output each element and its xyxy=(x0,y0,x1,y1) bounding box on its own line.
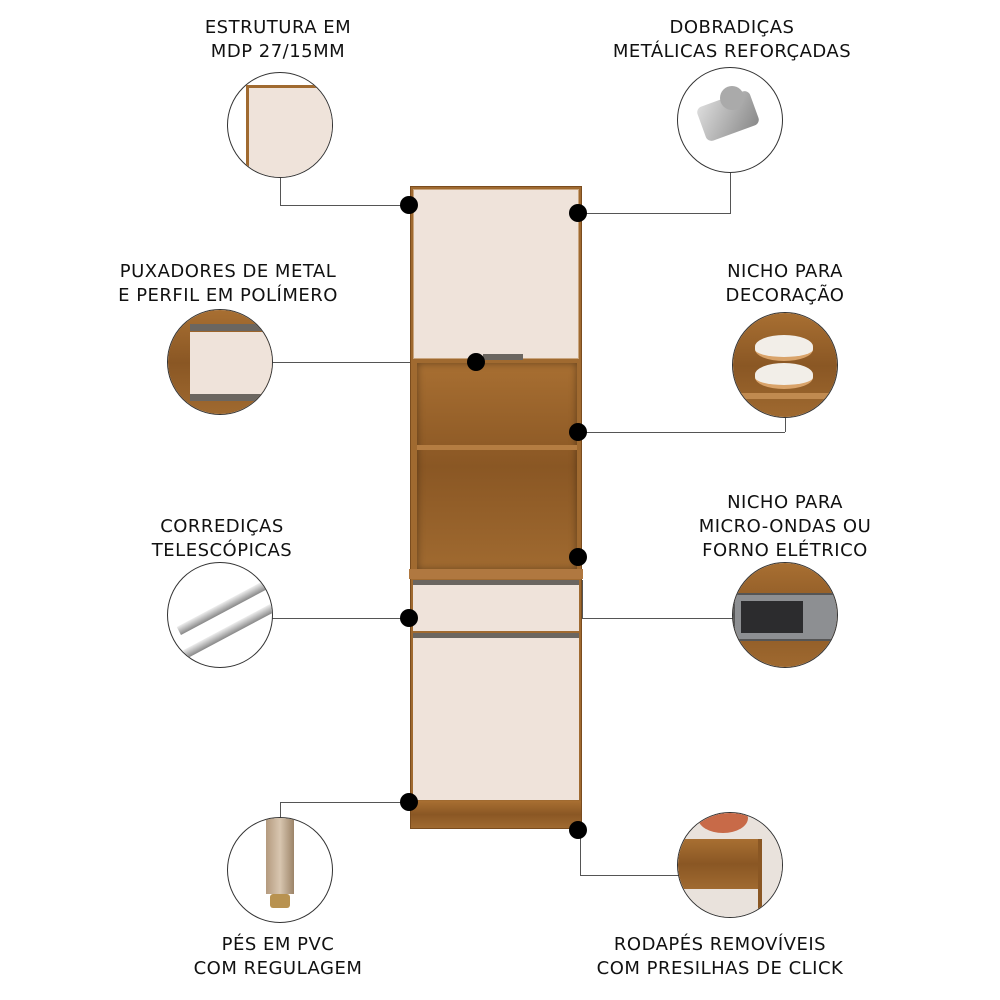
baseboard xyxy=(411,801,581,828)
hinge-cup-icon xyxy=(720,86,744,110)
marker-dot xyxy=(400,793,418,811)
upper-door xyxy=(413,189,579,359)
connector-line xyxy=(280,205,410,206)
leveler-icon xyxy=(270,894,290,908)
panel-edge-icon xyxy=(246,85,332,177)
upper-handle xyxy=(483,354,523,360)
label-line: DOBRADIÇAS xyxy=(669,17,795,38)
shelf xyxy=(417,445,577,450)
connector-line xyxy=(280,178,281,205)
label-line: MDP 27/15MM xyxy=(210,41,346,62)
lower-door xyxy=(413,638,579,800)
slide-rail-icon xyxy=(181,604,272,659)
label-line: TELESCÓPICAS xyxy=(151,540,293,561)
open-niche xyxy=(417,363,577,570)
label-estrutura: ESTRUTURA EM MDP 27/15MM xyxy=(128,16,428,64)
connector-line xyxy=(580,875,680,876)
counter-top xyxy=(409,569,583,579)
detail-corredicas-image xyxy=(167,562,273,668)
marker-dot xyxy=(569,204,587,222)
label-line: E PERFIL EM POLÍMERO xyxy=(118,285,338,306)
microwave-window xyxy=(741,601,803,633)
label-line: METÁLICAS REFORÇADAS xyxy=(612,41,852,62)
door-panel-icon xyxy=(190,332,272,394)
decor-bowl-icon xyxy=(755,335,813,361)
connector-line xyxy=(582,618,734,619)
label-line: FORNO ELÉTRICO xyxy=(702,540,868,561)
connector-line xyxy=(578,213,731,214)
label-dobradicas: DOBRADIÇAS METÁLICAS REFORÇADAS xyxy=(582,16,882,64)
pvc-foot-icon xyxy=(266,818,294,894)
connector-line xyxy=(580,830,581,875)
connector-line xyxy=(578,432,785,433)
label-line: COM PRESILHAS DE CLICK xyxy=(596,958,844,979)
detail-estrutura-image xyxy=(227,72,333,178)
connector-line xyxy=(730,172,731,213)
door-handle xyxy=(413,633,579,638)
detail-dobradicas-image xyxy=(677,67,783,173)
marker-dot xyxy=(569,821,587,839)
marker-dot xyxy=(569,423,587,441)
cabinet xyxy=(409,186,583,829)
label-line: COM REGULAGEM xyxy=(193,958,363,979)
connector-line xyxy=(280,802,281,818)
connector-line xyxy=(582,580,583,618)
connector-line xyxy=(272,618,410,619)
connector-line xyxy=(785,418,786,432)
label-line: ESTRUTURA EM xyxy=(204,17,352,38)
decor-object xyxy=(698,813,748,833)
baseboard-icon xyxy=(678,839,758,889)
label-nicho-micro: NICHO PARA MICRO-ONDAS OU FORNO ELÉTRICO xyxy=(635,491,935,563)
slide-rail-icon xyxy=(176,580,270,635)
detail-rodapes-image xyxy=(677,812,783,918)
detail-puxadores-image xyxy=(167,309,273,415)
label-corredicas: CORREDIÇAS TELESCÓPICAS xyxy=(72,515,372,563)
detail-nicho-decoracao-image xyxy=(732,312,838,418)
marker-dot xyxy=(467,353,485,371)
marker-dot xyxy=(400,196,418,214)
label-line: DECORAÇÃO xyxy=(725,285,845,306)
label-nicho-decoracao: NICHO PARA DECORAÇÃO xyxy=(635,260,935,308)
label-line: PÉS EM PVC xyxy=(221,934,335,955)
drawer xyxy=(413,585,579,631)
decor-bowl-icon xyxy=(755,363,813,389)
label-line: PUXADORES DE METAL xyxy=(119,261,337,282)
marker-dot xyxy=(569,548,587,566)
label-puxadores: PUXADORES DE METAL E PERFIL EM POLÍMERO xyxy=(78,260,378,308)
label-line: CORREDIÇAS xyxy=(160,516,284,537)
label-rodapes: RODAPÉS REMOVÍVEIS COM PRESILHAS DE CLICK xyxy=(570,933,870,981)
detail-nicho-micro-image xyxy=(732,562,838,668)
drawer-handle xyxy=(413,580,579,585)
handle-profile-icon xyxy=(190,394,272,401)
label-line: NICHO PARA xyxy=(727,492,843,513)
connector-line xyxy=(272,362,476,363)
connector-line xyxy=(280,802,410,803)
label-line: RODAPÉS REMOVÍVEIS xyxy=(613,934,827,955)
label-pes: PÉS EM PVC COM REGULAGEM xyxy=(128,933,428,981)
label-line: MICRO-ONDAS OU xyxy=(698,516,872,537)
baseboard-edge xyxy=(758,839,762,917)
handle-profile-icon xyxy=(190,324,272,331)
marker-dot xyxy=(400,609,418,627)
detail-pes-image xyxy=(227,817,333,923)
label-line: NICHO PARA xyxy=(727,261,843,282)
shelf xyxy=(733,393,837,399)
